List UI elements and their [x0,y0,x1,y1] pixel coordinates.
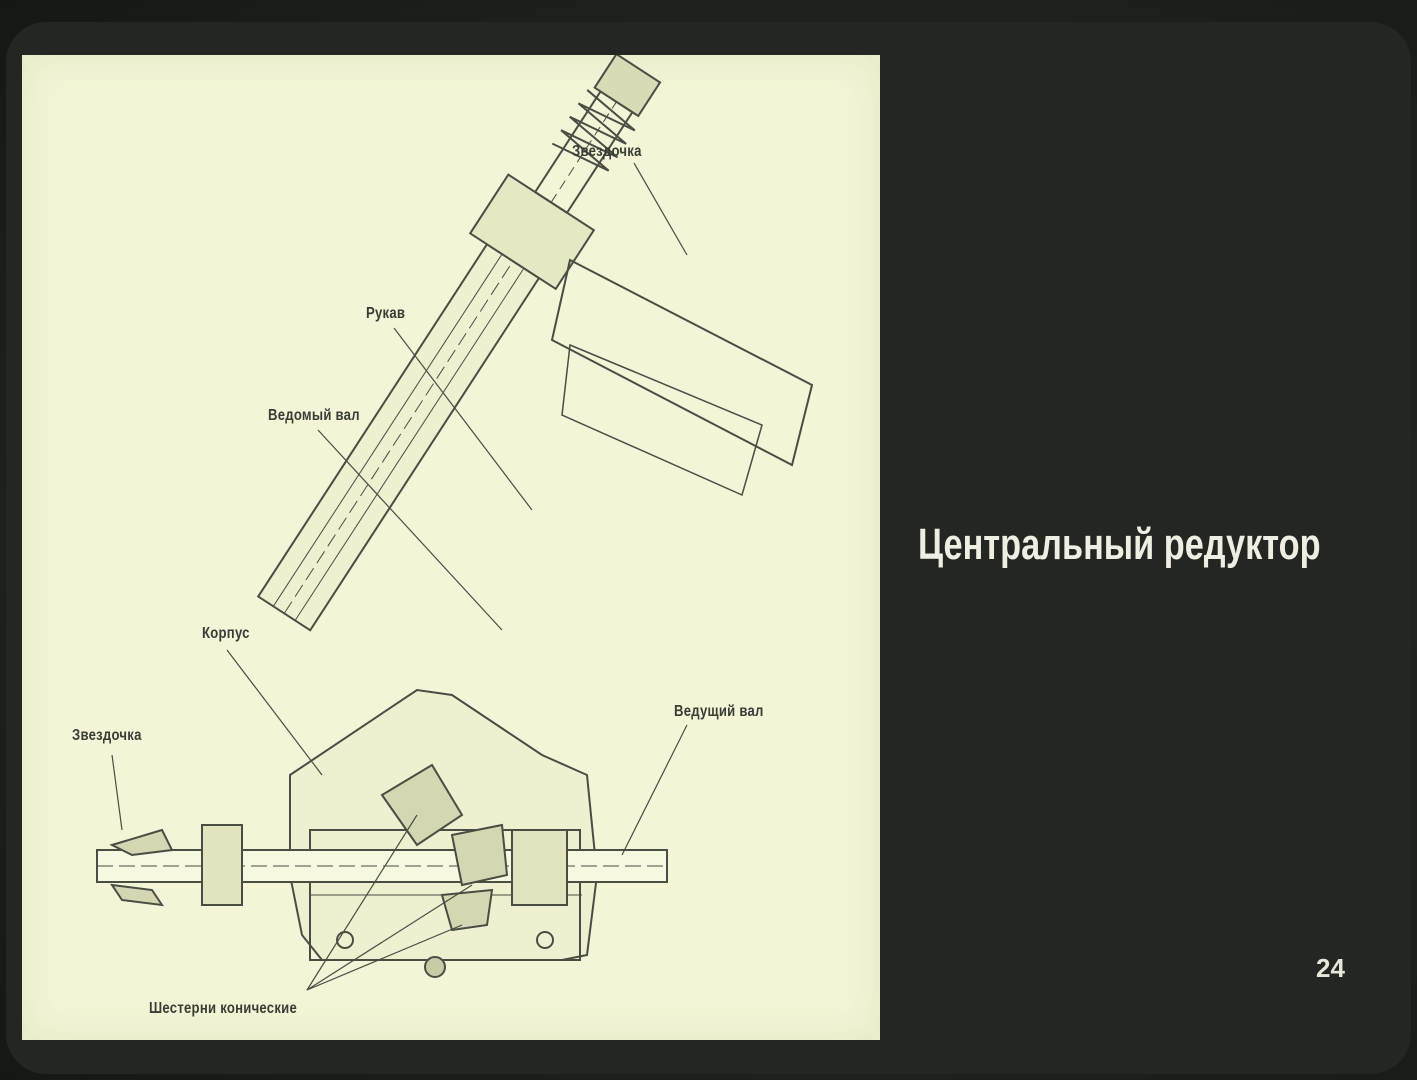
slide-title: Центральный редуктор [918,520,1321,569]
label-housing: Корпус [202,625,250,642]
gearbox-drawing [96,55,814,991]
drive-shaft [96,824,668,906]
label-bevel-gears: Шестерни конические [149,1000,298,1017]
label-drive-shaft: Ведущий вал [674,703,764,720]
label-driven-shaft: Ведомый вал [268,407,360,424]
mounting-plate [550,258,814,467]
diagram-panel: Звездочка Рукав Ведомый вал Корпус Звезд… [22,55,880,1040]
page-number: 24 [1316,953,1345,983]
left-sprocket [109,828,174,907]
leader-lines [111,162,688,991]
sleeve-tube [256,55,662,632]
label-sprocket-left: Звездочка [72,727,142,744]
bevel-gears [380,763,509,932]
label-sprocket-top: Звездочка [572,143,642,160]
label-sleeve: Рукав [366,305,406,322]
